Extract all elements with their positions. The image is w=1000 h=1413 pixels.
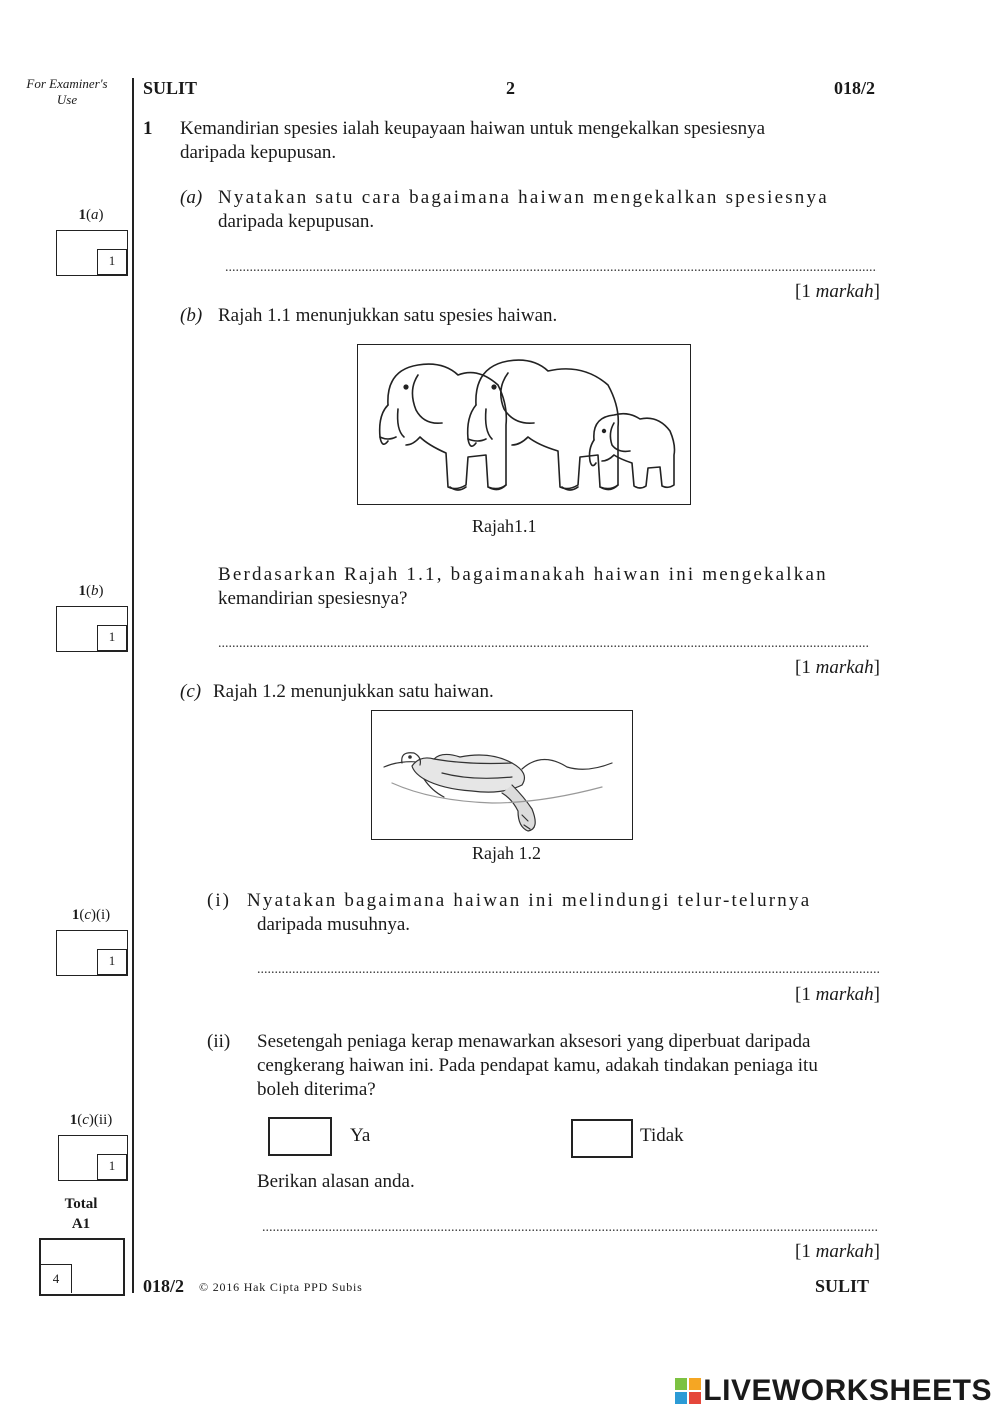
part-cii-line2: cengkerang haiwan ini. Pada pendapat kam… xyxy=(257,1055,818,1076)
part-cii-line1: Sesetengah peniaga kerap menawarkan akse… xyxy=(257,1031,811,1052)
answer-line-ci[interactable]: ........................................… xyxy=(257,962,879,977)
exam-box-total: 4 xyxy=(39,1238,125,1296)
part-ci-line1: Nyatakan bagaimana haiwan ini melindungi… xyxy=(247,890,812,911)
figure-elephants xyxy=(357,344,691,505)
yes-label: Ya xyxy=(350,1125,371,1146)
footer-copyright: © 2016 Hak Cipta PPD Subis xyxy=(199,1280,363,1294)
figure-turtle xyxy=(371,710,633,840)
part-cii-label: (ii) xyxy=(207,1031,231,1052)
answer-line-a[interactable]: ........................................… xyxy=(225,260,877,275)
exam-mark-1a: 1 xyxy=(97,249,127,275)
exam-mark-1ci: 1 xyxy=(97,949,127,975)
markah-b: [1 markah] xyxy=(795,657,880,678)
turtle-drawing xyxy=(383,752,613,832)
part-b-line2: kemandirian spesiesnya? xyxy=(218,588,408,609)
part-ci-label: (i) xyxy=(207,890,231,911)
no-label: Tidak xyxy=(640,1125,684,1146)
part-a-label: (a) xyxy=(180,187,203,208)
part-c-label: (c) xyxy=(180,681,202,702)
footer-sulit: SULIT xyxy=(815,1276,870,1296)
yes-checkbox[interactable] xyxy=(268,1117,332,1156)
examiner-use-note: For Examiner's Use xyxy=(26,76,108,107)
question-intro-line2: daripada kepupusan. xyxy=(180,142,337,163)
part-c-text: Rajah 1.2 menunjukkan satu haiwan. xyxy=(213,681,494,702)
page-number: 2 xyxy=(506,78,515,98)
answer-line-cii[interactable]: ........................................… xyxy=(262,1220,879,1235)
brand-name: LIVEWORKSHEETS xyxy=(703,1374,992,1407)
liveworksheets-logo-icon xyxy=(675,1378,702,1404)
part-b-label: (b) xyxy=(180,305,203,326)
part-cii-line3: boleh diterima? xyxy=(257,1079,376,1100)
part-a-line2: daripada kepupusan. xyxy=(218,211,375,232)
exam-mark-1cii: 1 xyxy=(97,1154,127,1180)
exam-box-1ci: 1 xyxy=(56,930,128,976)
total-label: Total xyxy=(64,1196,98,1212)
part-b-line1: Berdasarkan Rajah 1.1, bagaimanakah haiw… xyxy=(218,564,828,585)
markah-a: [1 markah] xyxy=(795,281,880,302)
exam-box-1cii: 1 xyxy=(58,1135,128,1181)
liveworksheets-brand[interactable]: LIVEWORKSHEETS xyxy=(675,1374,992,1408)
part-b-text: Rajah 1.1 menunjukkan satu spesies haiwa… xyxy=(218,305,558,326)
exam-mark-1b: 1 xyxy=(97,625,127,651)
markah-ci: [1 markah] xyxy=(795,984,880,1005)
part-a-line1: Nyatakan satu cara bagaimana haiwan meng… xyxy=(218,187,829,208)
exam-mark-total: 4 xyxy=(41,1264,72,1293)
exam-label-1cii: 1(c)(ii) xyxy=(69,1112,113,1128)
answer-line-b[interactable]: ........................................… xyxy=(218,636,870,651)
no-checkbox[interactable] xyxy=(571,1119,633,1158)
figure-1-2-caption: Rajah 1.2 xyxy=(472,843,541,863)
exam-box-1a: 1 xyxy=(56,230,128,276)
elephants-drawing xyxy=(378,359,676,491)
footer-code: 018/2 xyxy=(143,1276,185,1296)
question-number: 1 xyxy=(143,118,153,139)
markah-cii: [1 markah] xyxy=(795,1241,880,1262)
question-intro-line1: Kemandirian spesies ialah keupayaan haiw… xyxy=(180,118,766,139)
exam-label-1a: 1(a) xyxy=(78,207,104,223)
reason-prompt: Berikan alasan anda. xyxy=(257,1171,415,1192)
margin-divider xyxy=(132,78,134,1293)
exam-label-1ci: 1(c)(i) xyxy=(71,907,111,923)
total-section-label: A1 xyxy=(71,1216,91,1232)
header-sulit: SULIT xyxy=(143,78,198,98)
paper-code: 018/2 xyxy=(834,78,876,98)
part-ci-line2: daripada musuhnya. xyxy=(257,914,411,935)
exam-label-1b: 1(b) xyxy=(78,583,104,599)
exam-box-1b: 1 xyxy=(56,606,128,652)
figure-1-1-caption: Rajah1.1 xyxy=(472,516,537,536)
